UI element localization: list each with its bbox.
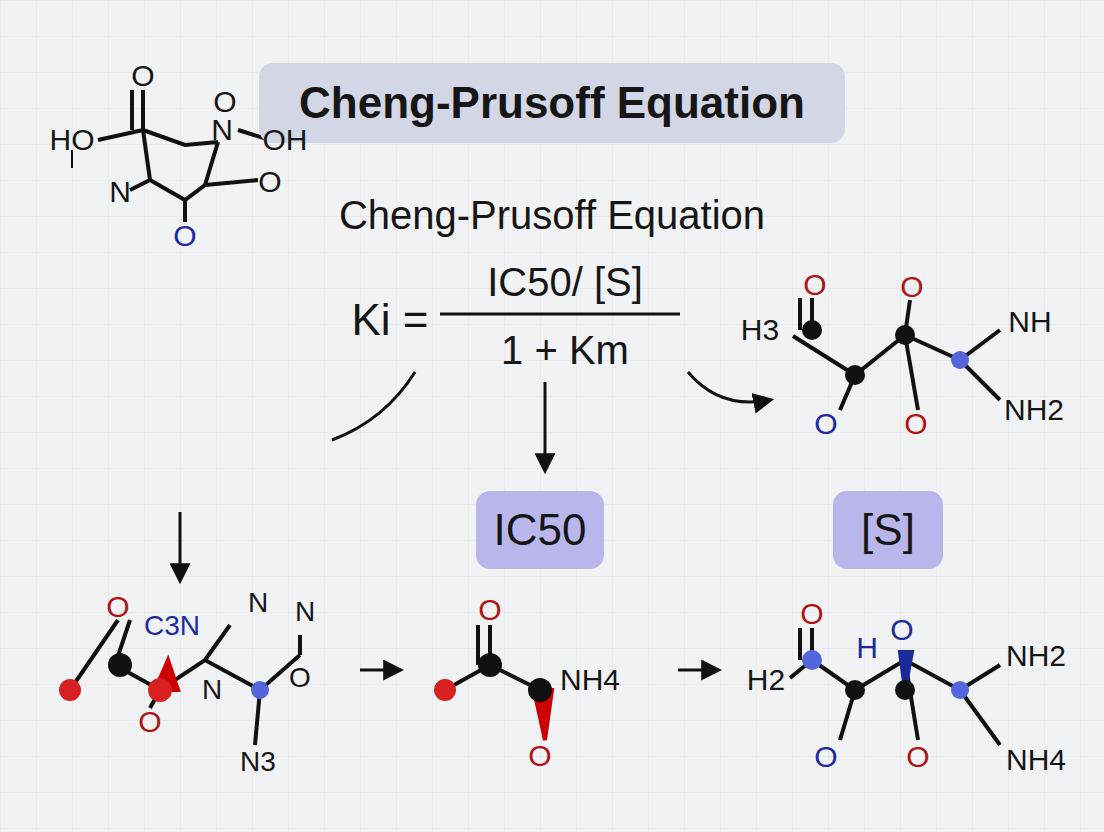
atom-label: O <box>900 272 923 302</box>
atom-label: N <box>248 589 268 617</box>
atom-label: O <box>904 409 927 439</box>
atoms <box>59 320 969 702</box>
atom-label: C3N <box>144 612 200 640</box>
atom-label: O <box>258 167 281 197</box>
atom-label: O <box>138 707 161 737</box>
arrow <box>678 669 718 672</box>
atom-label: NH2 <box>1004 395 1064 425</box>
atom-label: NH2 <box>1006 641 1066 671</box>
atom-label: O <box>478 595 501 625</box>
atom-label: O <box>528 741 551 771</box>
atom-label: NH <box>1008 307 1051 337</box>
equation-text: IC50/ [S] <box>487 262 643 302</box>
arrow <box>179 512 182 580</box>
atom-label: O <box>814 742 837 772</box>
atom-label: O <box>213 87 236 117</box>
atom-label: O <box>289 664 311 692</box>
atom-label: OH <box>263 125 308 155</box>
atom-label: H <box>856 633 878 663</box>
term-label: [S] <box>861 508 915 552</box>
atom-label: N3 <box>240 748 276 776</box>
atom-label: O <box>131 61 154 91</box>
arrow <box>688 372 770 402</box>
atom-label: O <box>803 270 826 300</box>
title-box: Cheng-Prusoff Equation <box>259 63 845 143</box>
atom-label: H2 <box>747 665 785 695</box>
bonds <box>70 90 1000 745</box>
atom-label: N <box>211 115 233 145</box>
atom-label: O <box>106 592 129 622</box>
atom-label: O <box>800 599 823 629</box>
atom-label: N <box>202 676 222 704</box>
atom-label: NH4 <box>560 665 620 695</box>
equation-text: 1 + Km <box>501 330 629 370</box>
atom-label: H3 <box>741 315 779 345</box>
arrow <box>332 372 415 440</box>
atom-label: O <box>814 409 837 439</box>
term-box: IC50 <box>476 491 605 569</box>
equation-text: Ki = <box>351 298 428 342</box>
atom-label: O <box>906 742 929 772</box>
atom-label: N <box>109 177 131 207</box>
term-box: [S] <box>833 491 943 569</box>
title: Cheng-Prusoff Equation <box>299 81 805 125</box>
subtitle: Cheng-Prusoff Equation <box>339 195 765 235</box>
arrow <box>544 382 547 470</box>
atom-label: N <box>295 598 315 626</box>
atom-label: NH4 <box>1006 745 1066 775</box>
fraction-bar <box>440 313 680 316</box>
arrow <box>360 669 400 672</box>
atom-label: O <box>890 615 913 645</box>
term-label: IC50 <box>494 508 587 552</box>
atom-label: HO <box>50 125 95 155</box>
atom-label: O <box>173 221 196 251</box>
